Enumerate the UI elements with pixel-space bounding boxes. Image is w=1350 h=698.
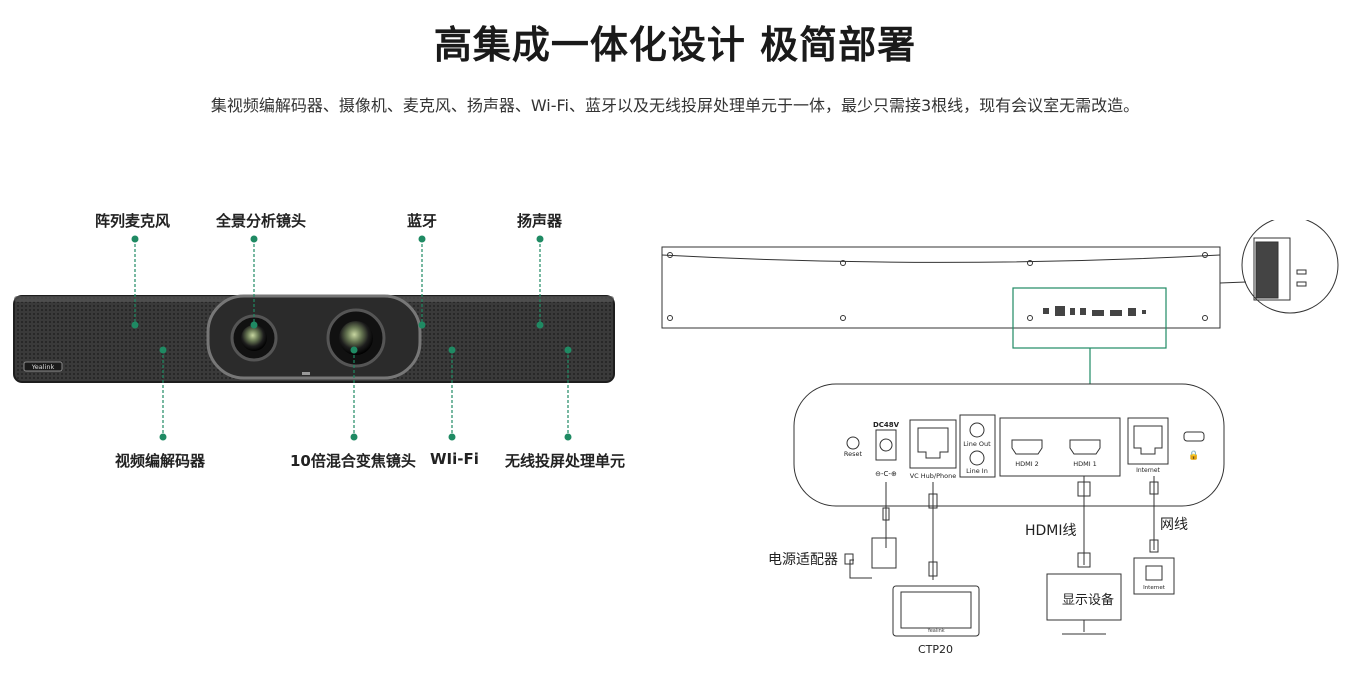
device-logo: Yealink [31, 363, 55, 371]
callout-array-mic: 阵列麦克风 [95, 212, 171, 230]
svg-text:🔒: 🔒 [1188, 450, 1199, 461]
callout-bluetooth: 蓝牙 [407, 212, 438, 230]
svg-text:⊖-C-⊕: ⊖-C-⊕ [875, 470, 897, 478]
internet-port [1133, 425, 1163, 455]
svg-text:Line Out: Line Out [963, 440, 991, 448]
svg-text:Line In: Line In [966, 467, 988, 475]
wall-port-icon [1133, 557, 1175, 595]
page-subtitle: 集视频编解码器、摄像机、麦克风、扬声器、Wi-Fi、蓝牙以及无线投屏处理单元于一… [210, 96, 1140, 115]
svg-text:DC48V: DC48V [873, 421, 900, 429]
callout-wireless-share: 无线投屏处理单元 [505, 452, 626, 470]
ctp20-icon [892, 585, 980, 637]
device-illustration: Yealink [13, 235, 615, 441]
callout-codec: 视频编解码器 [115, 452, 206, 470]
hdmi1-port [1069, 439, 1101, 455]
vc-hub-port [909, 419, 957, 469]
svg-text:Internet: Internet [1143, 585, 1166, 591]
svg-text:VC Hub/Phone: VC Hub/Phone [910, 472, 957, 480]
callout-panoramic-lens: 全景分析镜头 [216, 212, 307, 230]
svg-text:HDMI 1: HDMI 1 [1073, 460, 1097, 468]
network-cable-label: 网线 [1160, 517, 1188, 533]
kensington-lock-icon [1183, 431, 1205, 442]
connection-diagram: Reset DC48V ⊖-C-⊕ VC Hub/Phone Line Out … [661, 220, 1339, 637]
dc-port [875, 429, 897, 461]
line-out-port [969, 422, 985, 438]
svg-text:HDMI 2: HDMI 2 [1015, 460, 1039, 468]
power-adapter-label: 电源适配器 [768, 552, 838, 568]
callout-zoom-lens: 10倍混合变焦镜头 [290, 452, 416, 470]
display-label: 显示设备 [1062, 593, 1115, 608]
hdmi2-port [1011, 439, 1043, 455]
hdmi-cable-label: HDMI线 [1025, 523, 1077, 539]
callout-speaker: 扬声器 [517, 212, 563, 230]
page-title: 高集成一体化设计 极简部署 [433, 23, 917, 67]
reset-button [846, 436, 860, 450]
callout-wifi: WIi-Fi [430, 450, 479, 468]
svg-text:Yealink: Yealink [926, 628, 944, 634]
port-highlight [1012, 287, 1167, 349]
ctp20-label: CTP20 [918, 643, 954, 656]
line-in-port [969, 450, 985, 466]
svg-text:Internet: Internet [1136, 467, 1160, 474]
svg-text:Reset: Reset [844, 450, 863, 458]
